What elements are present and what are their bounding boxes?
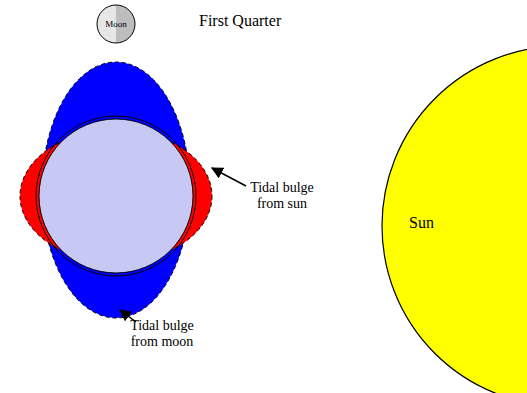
moon-circle: Moon (96, 4, 136, 44)
node-label: Moon (105, 19, 127, 29)
leader-arrow (212, 168, 246, 186)
phase-title: First Quarter (199, 12, 339, 30)
bulge-label: Tidal bulge from moon (116, 318, 208, 350)
bulge-label: Tidal bulge from sun (240, 180, 324, 212)
node-label: Sun (409, 214, 434, 232)
earth-outline (36, 116, 196, 276)
earth-disc (39, 119, 193, 273)
sun-disc (382, 46, 527, 393)
sun-circle: Sun (382, 46, 527, 393)
